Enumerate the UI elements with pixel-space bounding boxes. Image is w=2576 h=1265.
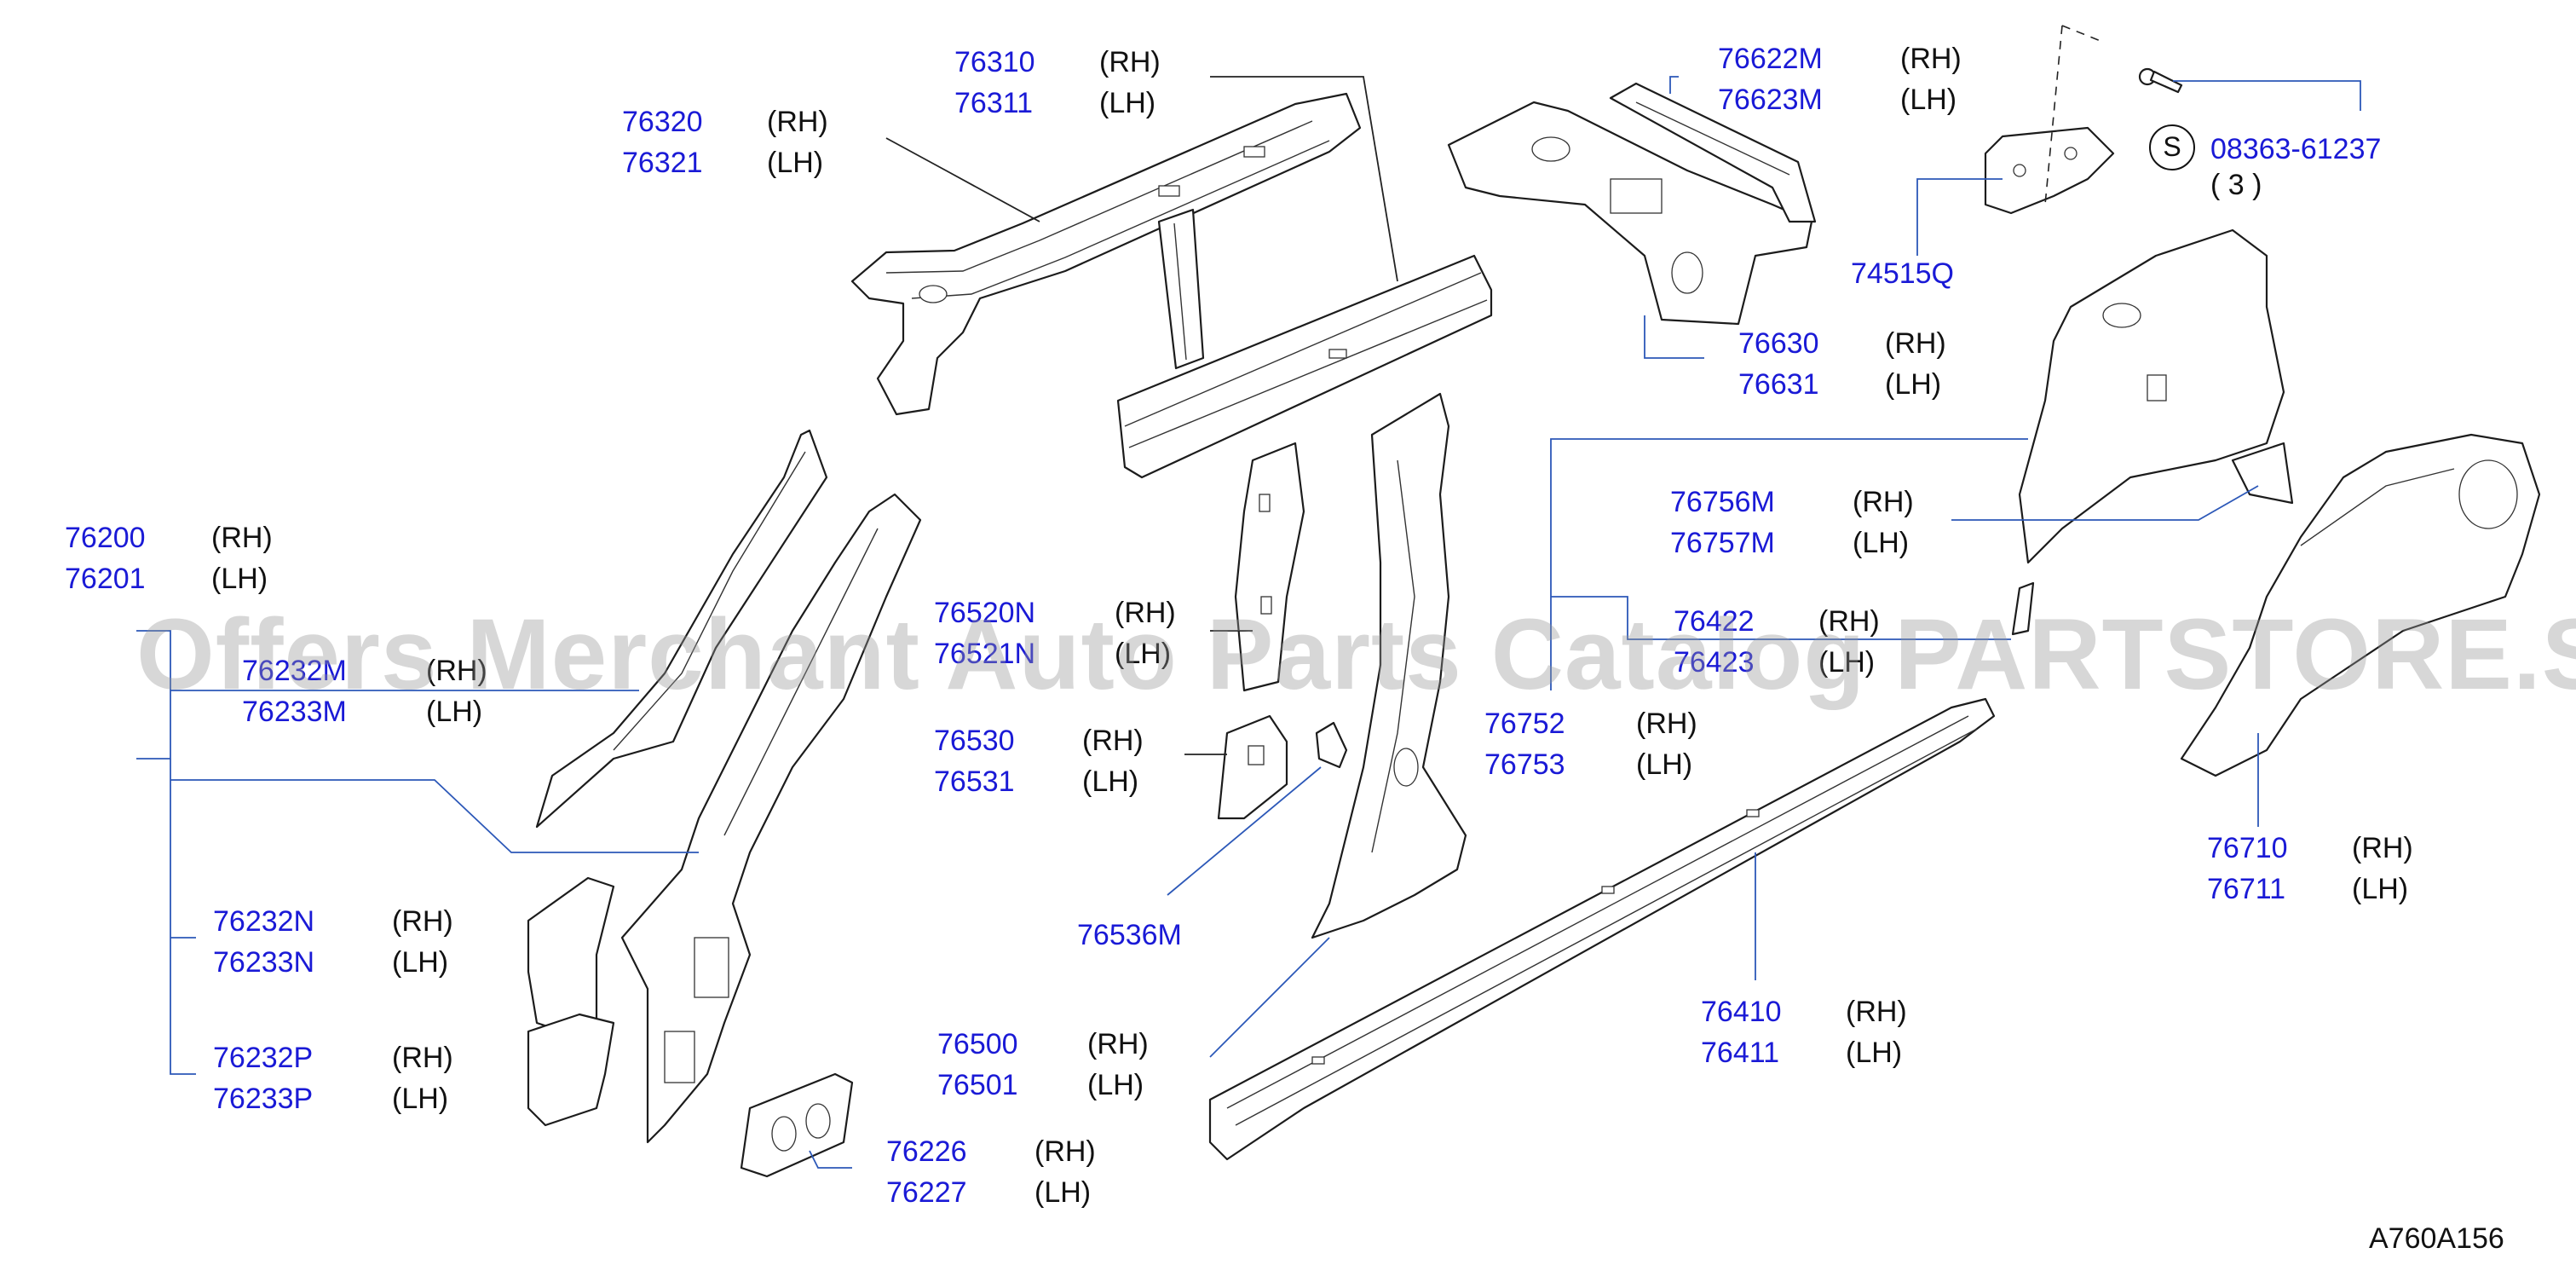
center-pillar-outer-part[interactable]	[1311, 392, 1467, 939]
center-pillar-inner-part[interactable]	[1234, 442, 1305, 692]
part-number-76423[interactable]: 76423	[1674, 646, 1755, 679]
part-number-76311[interactable]: 76311	[954, 87, 1034, 119]
side-rh-76320: (RH)	[767, 106, 828, 138]
part-number-76321[interactable]: 76321	[622, 147, 703, 179]
side-lh-76233M: (LH)	[426, 696, 483, 728]
side-rh-76422: (RH)	[1818, 605, 1880, 638]
side-lh-76623M: (LH)	[1900, 84, 1957, 116]
part-number-76631[interactable]: 76631	[1738, 368, 1819, 401]
side-lh-76757M: (LH)	[1853, 527, 1910, 559]
side-lh-76521N: (LH)	[1115, 638, 1172, 670]
side-rh-76310: (RH)	[1099, 46, 1161, 78]
side-rh-76622M: (RH)	[1900, 43, 1962, 75]
side-rh-76226: (RH)	[1034, 1135, 1096, 1168]
part-number-76320[interactable]: 76320	[622, 106, 703, 138]
bolt-part[interactable]	[2138, 67, 2183, 94]
side-lh-76423: (LH)	[1818, 646, 1876, 679]
hinge-pillar-upper-part[interactable]	[527, 876, 615, 1033]
part-number-76623M[interactable]: 76623M	[1718, 84, 1823, 116]
side-rh-76232N: (RH)	[392, 905, 453, 938]
part-number-76410[interactable]: 76410	[1701, 996, 1782, 1028]
part-number-76201[interactable]: 76201	[65, 563, 146, 595]
side-lh-76501: (LH)	[1087, 1069, 1144, 1101]
side-rh-76752: (RH)	[1636, 708, 1697, 740]
part-number-76520N[interactable]: 76520N	[934, 597, 1036, 629]
side-rh-76200: (RH)	[211, 522, 273, 554]
part-number-76710[interactable]: 76710	[2207, 832, 2288, 864]
side-lh-76753: (LH)	[1636, 748, 1693, 781]
part-number-76226[interactable]: 76226	[886, 1135, 967, 1168]
side-lh-76311: (LH)	[1099, 87, 1156, 119]
side-rh-76756M: (RH)	[1853, 486, 1914, 518]
part-number-76233P[interactable]: 76233P	[213, 1083, 314, 1115]
part-number-76757M[interactable]: 76757M	[1670, 527, 1775, 559]
standard-part-symbol: S	[2149, 124, 2195, 170]
part-number-76227[interactable]: 76227	[886, 1176, 967, 1209]
part-number-76711[interactable]: 76711	[2207, 873, 2286, 905]
side-rh-76630: (RH)	[1885, 327, 1946, 360]
part-number-76536M[interactable]: 76536M	[1077, 919, 1182, 951]
side-rh-76232P: (RH)	[392, 1042, 453, 1074]
side-lh-76233P: (LH)	[392, 1083, 449, 1115]
small-clip-part[interactable]	[2011, 581, 2035, 636]
side-rh-76530: (RH)	[1082, 725, 1144, 757]
side-lh-76531: (LH)	[1082, 765, 1139, 798]
side-lh-76201: (LH)	[211, 563, 268, 595]
part-number-76500[interactable]: 76500	[937, 1028, 1018, 1060]
part-number-76310[interactable]: 76310	[954, 46, 1035, 78]
part-number-76521N[interactable]: 76521N	[934, 638, 1036, 670]
side-lh-76411: (LH)	[1846, 1037, 1903, 1069]
side-rh-76410: (RH)	[1846, 996, 1907, 1028]
part-number-76411[interactable]: 76411	[1701, 1037, 1780, 1069]
part-number-76233M[interactable]: 76233M	[242, 696, 347, 728]
roof-rail-part[interactable]	[1116, 254, 1493, 479]
part-number-76756M[interactable]: 76756M	[1670, 486, 1775, 518]
part-number-76232N[interactable]: 76232N	[213, 905, 315, 938]
rocker-panel-part[interactable]	[1208, 697, 1996, 1161]
center-pillar-reinforcement-part[interactable]	[1217, 714, 1288, 820]
side-lh-76233N: (LH)	[392, 946, 449, 979]
part-number-76752[interactable]: 76752	[1484, 708, 1565, 740]
side-rh-76500: (RH)	[1087, 1028, 1149, 1060]
part-number-76422[interactable]: 76422	[1674, 605, 1755, 638]
pillar-clip-part[interactable]	[1315, 721, 1348, 769]
part-number-76622M[interactable]: 76622M	[1718, 43, 1823, 75]
part-number-76530[interactable]: 76530	[934, 725, 1015, 757]
part-number-76501[interactable]: 76501	[937, 1069, 1018, 1101]
rear-wheel-arch-part[interactable]	[2180, 433, 2541, 777]
part-number-76232P[interactable]: 76232P	[213, 1042, 314, 1074]
fastener-quantity: ( 3 )	[2210, 169, 2262, 201]
gusset-part[interactable]	[740, 1072, 854, 1178]
rear-inner-panel-part[interactable]	[2018, 228, 2294, 564]
side-lh-76321: (LH)	[767, 147, 824, 179]
side-rh-76232M: (RH)	[426, 655, 487, 687]
roof-side-rail-part[interactable]	[850, 92, 1362, 416]
part-number-76232M[interactable]: 76232M	[242, 655, 347, 687]
part-number-74515Q[interactable]: 74515Q	[1851, 257, 1954, 290]
part-number-76531[interactable]: 76531	[934, 765, 1015, 798]
front-pillar-part[interactable]	[620, 493, 922, 1144]
front-pillar-inner-part[interactable]	[535, 429, 828, 829]
part-number-76630[interactable]: 76630	[1738, 327, 1819, 360]
side-lh-76711: (LH)	[2352, 873, 2409, 905]
rear-pillar-part[interactable]	[1447, 82, 1817, 326]
side-lh-76631: (LH)	[1885, 368, 1942, 401]
part-number-76200[interactable]: 76200	[65, 522, 146, 554]
part-number-76753[interactable]: 76753	[1484, 748, 1565, 781]
bracket-part[interactable]	[1984, 126, 2115, 215]
part-number-76233N[interactable]: 76233N	[213, 946, 315, 979]
diagram-code: A760A156	[2369, 1222, 2504, 1255]
side-lh-76227: (LH)	[1034, 1176, 1092, 1209]
part-number-08363-61237[interactable]: 08363-61237	[2210, 133, 2382, 165]
hinge-pillar-lower-part[interactable]	[527, 1013, 615, 1127]
side-rh-76520N: (RH)	[1115, 597, 1176, 629]
side-rh-76710: (RH)	[2352, 832, 2413, 864]
